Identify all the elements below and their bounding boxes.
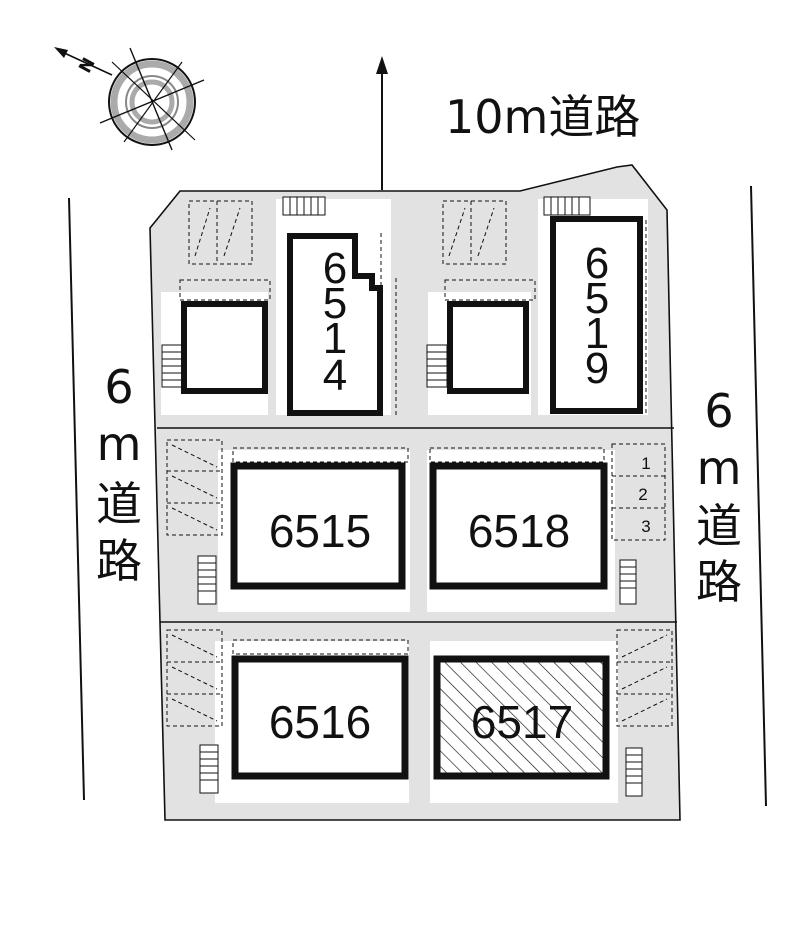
- unit-label-6516: 6516: [269, 696, 371, 748]
- west-road-label: 道: [96, 477, 142, 531]
- building-6517-highlighted: [433, 655, 610, 780]
- east-road-label: 6: [704, 384, 733, 438]
- building-6519: [550, 216, 643, 414]
- unit-label-6514: 4: [323, 351, 347, 400]
- west-road-line: [68, 197, 85, 801]
- parking-number: 2: [638, 485, 647, 504]
- east-road-label: m: [697, 441, 742, 495]
- unit-label-6515: 6515: [269, 505, 371, 557]
- east-road-line: [750, 185, 767, 807]
- parking-number: 1: [641, 454, 650, 473]
- west-road-label: 路: [96, 534, 142, 588]
- unit-label-6519: 9: [585, 344, 609, 393]
- stair-steps: [162, 197, 642, 784]
- north-road-arrow-head: [376, 56, 388, 74]
- east-road-label: 道: [696, 499, 742, 553]
- unit-label-6514: 1: [323, 314, 347, 363]
- unit-label-6519: 5: [585, 274, 609, 323]
- building-6516: [231, 655, 409, 780]
- unit-label-6519: 6: [585, 239, 609, 288]
- compass-icon: N: [54, 47, 205, 151]
- unit-label-6514: 6: [323, 244, 347, 293]
- parking-number: 3: [641, 517, 650, 536]
- unit-label-6517: 6517: [471, 696, 573, 748]
- unit-label-6518: 6518: [468, 505, 570, 557]
- west-road-label: 6: [104, 360, 133, 414]
- unit-label-6519: 1: [585, 309, 609, 358]
- building-6518: [429, 462, 608, 590]
- compass-north-letter: N: [75, 55, 99, 77]
- building-6515: [230, 462, 406, 590]
- building-6514: [287, 233, 383, 416]
- east-road-label: 路: [696, 555, 742, 609]
- small-building: [447, 301, 529, 394]
- small-building: [181, 301, 268, 394]
- parking-spaces: [166, 200, 673, 727]
- north-road-label: 10m道路: [445, 90, 640, 144]
- unit-label-6514: 5: [323, 279, 347, 328]
- west-road-label: m: [97, 417, 142, 471]
